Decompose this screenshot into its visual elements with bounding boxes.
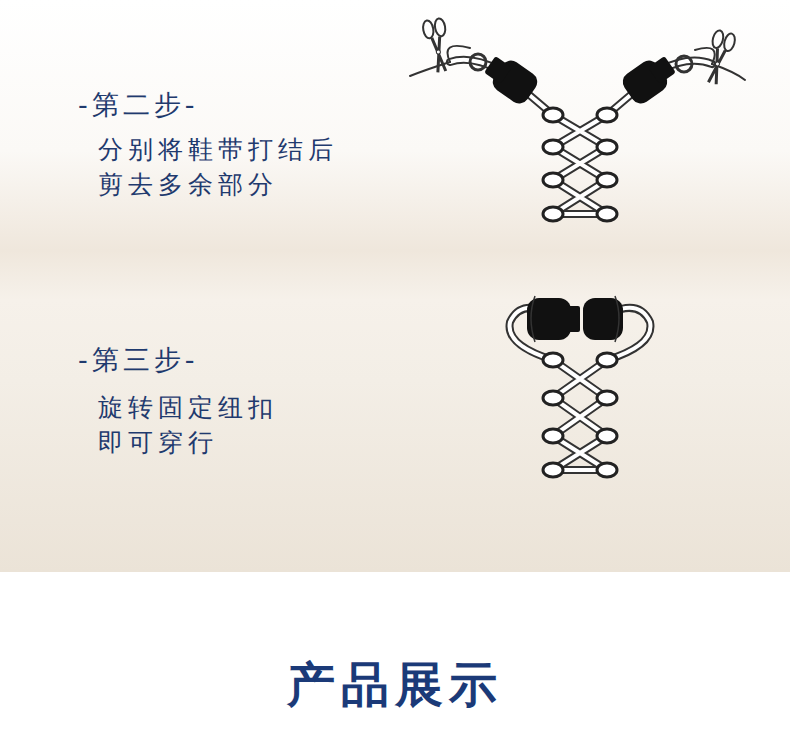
section-title: 产品展示 xyxy=(287,653,503,717)
background-band xyxy=(0,0,790,572)
step-heading: -第二步- xyxy=(78,88,338,122)
step-instruction: 分别将鞋带打结后 剪去多余部分 xyxy=(98,132,383,202)
step-instruction: 旋转固定纽扣 即可穿行 xyxy=(98,390,313,460)
step-heading: -第三步- xyxy=(78,343,338,377)
